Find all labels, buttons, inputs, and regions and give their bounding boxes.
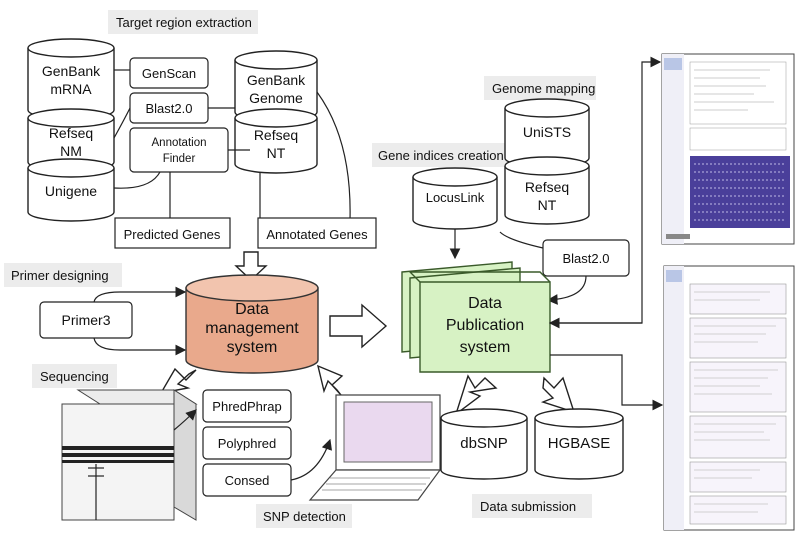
svg-text:Blast2.0: Blast2.0 bbox=[146, 101, 193, 116]
svg-text:Unigene: Unigene bbox=[45, 183, 97, 199]
arrow-to-hgbase bbox=[540, 376, 576, 414]
svg-text:Sequencing: Sequencing bbox=[40, 369, 109, 384]
svg-text:Polyphred: Polyphred bbox=[218, 436, 277, 451]
svg-text:GenScan: GenScan bbox=[142, 66, 196, 81]
svg-text:Predicted Genes: Predicted Genes bbox=[124, 227, 221, 242]
data-publication-system: Data Publication system bbox=[401, 261, 551, 373]
svg-text:NT: NT bbox=[267, 145, 286, 161]
svg-text:Blast2.0: Blast2.0 bbox=[563, 251, 610, 266]
section-sequencing: Sequencing bbox=[32, 364, 117, 388]
svg-text:LocusLink: LocusLink bbox=[426, 190, 485, 205]
db-locuslink: LocusLink bbox=[412, 167, 498, 260]
svg-text:Annotated Genes: Annotated Genes bbox=[266, 227, 368, 242]
db-unigene: Unigene bbox=[27, 158, 115, 222]
svg-text:system: system bbox=[460, 339, 511, 356]
svg-text:Annotation: Annotation bbox=[152, 137, 207, 149]
svg-text:NM: NM bbox=[60, 143, 82, 159]
db-refseq-nt-mapping: Refseq NT bbox=[504, 156, 590, 225]
section-gene-indices-creation: Gene indices creation bbox=[372, 143, 507, 167]
sequencer-machine bbox=[61, 389, 198, 521]
arrow-management-to-publication bbox=[329, 303, 388, 349]
tool-primer3: Primer3 bbox=[39, 286, 187, 356]
svg-text:Refseq: Refseq bbox=[49, 125, 93, 141]
db-refseq-nt: Refseq NT bbox=[234, 108, 318, 174]
svg-text:Refseq: Refseq bbox=[254, 127, 298, 143]
db-genbank-mrna: GenBank mRNA bbox=[27, 38, 115, 120]
svg-text:management: management bbox=[205, 320, 299, 337]
tool-genscan: GenScan bbox=[129, 57, 209, 89]
section-primer-designing: Primer designing bbox=[4, 263, 122, 287]
svg-text:Gene indices creation: Gene indices creation bbox=[378, 148, 504, 163]
svg-text:PhredPhrap: PhredPhrap bbox=[212, 399, 281, 414]
tool-polyphred: Polyphred bbox=[202, 426, 292, 460]
tool-consed: Consed bbox=[202, 463, 292, 497]
arrow-snp-to-management bbox=[316, 364, 344, 396]
svg-text:Primer designing: Primer designing bbox=[11, 268, 109, 283]
svg-text:Data: Data bbox=[235, 301, 269, 318]
web-screenshot-search bbox=[661, 53, 795, 245]
tool-phredphrap: PhredPhrap bbox=[202, 389, 292, 423]
db-dbsnp: dbSNP bbox=[440, 408, 528, 480]
tool-blast2-mapping: Blast2.0 bbox=[499, 231, 630, 305]
db-hgbase: HGBASE bbox=[534, 408, 624, 480]
svg-text:Publication: Publication bbox=[446, 317, 524, 334]
data-management-system: Data management system bbox=[185, 274, 319, 374]
arrow-to-dbsnp bbox=[454, 374, 498, 416]
arrow-genes-to-management bbox=[234, 251, 268, 281]
svg-text:Refseq: Refseq bbox=[525, 179, 569, 195]
laptop-computer bbox=[290, 394, 442, 501]
web-screenshot-snp-info bbox=[663, 265, 795, 531]
svg-text:Primer3: Primer3 bbox=[61, 312, 110, 328]
svg-text:Finder: Finder bbox=[163, 153, 196, 165]
svg-text:Consed: Consed bbox=[225, 473, 270, 488]
svg-text:Genome: Genome bbox=[249, 90, 303, 106]
svg-text:SNP detection: SNP detection bbox=[263, 509, 346, 524]
svg-text:GenBank: GenBank bbox=[247, 72, 306, 88]
svg-text:NT: NT bbox=[538, 197, 557, 213]
svg-text:Target region extraction: Target region extraction bbox=[116, 15, 252, 30]
svg-text:UniSTS: UniSTS bbox=[523, 124, 571, 140]
svg-text:dbSNP: dbSNP bbox=[460, 435, 508, 452]
svg-text:GenBank: GenBank bbox=[42, 63, 101, 79]
output-predicted-genes: Predicted Genes bbox=[114, 172, 231, 249]
svg-text:system: system bbox=[227, 339, 278, 356]
svg-text:Data: Data bbox=[468, 295, 502, 312]
tool-annotation-finder: Annotation Finder bbox=[129, 127, 229, 173]
svg-text:HGBASE: HGBASE bbox=[548, 435, 611, 452]
db-unists: UniSTS bbox=[504, 98, 590, 168]
section-target-region-extraction: Target region extraction bbox=[108, 10, 258, 34]
section-snp-detection: SNP detection bbox=[256, 504, 352, 528]
tool-blast2-extraction: Blast2.0 bbox=[129, 92, 209, 124]
extraction-connectors bbox=[113, 69, 351, 221]
arrow-management-to-sequencing bbox=[159, 367, 197, 394]
svg-text:Genome mapping: Genome mapping bbox=[492, 81, 595, 96]
section-data-submission: Data submission bbox=[472, 494, 592, 518]
section-genome-mapping: Genome mapping bbox=[484, 76, 596, 100]
output-annotated-genes: Annotated Genes bbox=[257, 172, 377, 249]
svg-text:mRNA: mRNA bbox=[50, 81, 92, 97]
publication-connectors bbox=[548, 56, 664, 411]
svg-text:Data submission: Data submission bbox=[480, 499, 576, 514]
